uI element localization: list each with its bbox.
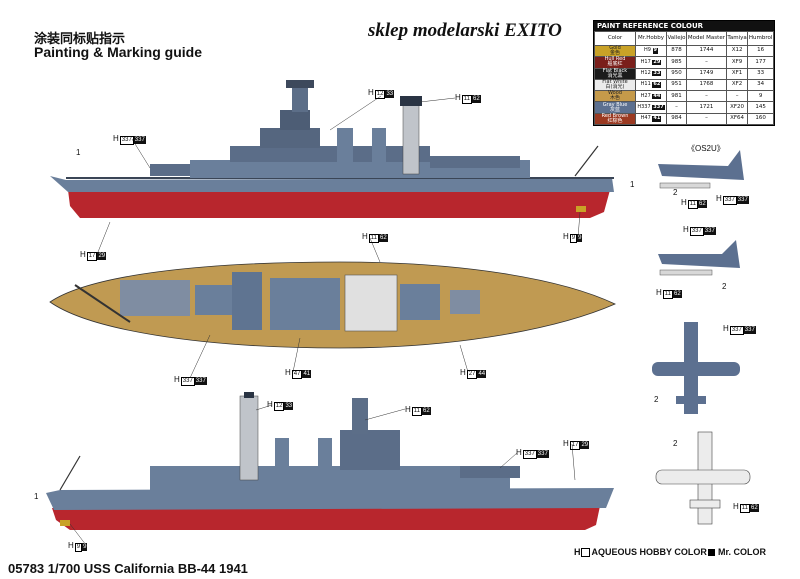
color-name-cn: 红棕色 <box>607 117 623 124</box>
color-name: Wood <box>608 90 622 97</box>
color-name: Gray Blue <box>602 101 628 108</box>
aircraft-bottom-white <box>655 431 751 525</box>
mrhobby-code: H337 337 <box>635 101 667 114</box>
color-name: Flat White <box>602 79 628 86</box>
ref-1-b: 1 <box>630 180 635 189</box>
color-name-cn: 白(消光) <box>605 84 625 91</box>
col-mrhobby: Mr.Hobby <box>635 31 667 46</box>
paint-code: 950 <box>666 67 687 80</box>
color-name: Hull Red <box>604 56 626 63</box>
title-english: Painting & Marking guide <box>34 44 203 60</box>
side-view-bottom <box>46 392 614 530</box>
title-chinese: 涂装同标贴指示 <box>34 32 126 47</box>
ref-1-a: 1 <box>76 148 81 157</box>
ref-2-a: 2 <box>673 188 678 197</box>
hull-gray-bottom <box>46 488 614 510</box>
paint-code: XF2 <box>725 78 749 92</box>
legend-mr-color: Mr. COLOR <box>708 547 766 557</box>
ref-1-c: 1 <box>34 492 39 501</box>
mrhobby-code: H9 9 <box>635 44 667 58</box>
top-view-deck <box>49 261 616 349</box>
mrhobby-code: H47 41 <box>635 112 667 126</box>
color-name: Red Brown <box>601 112 629 119</box>
paint-code: XF64 <box>725 112 749 126</box>
paint-reference-table: PAINT REFERENCE COLOUR Color Mr.Hobby Va… <box>593 20 775 127</box>
col-humbrol: Humbrol <box>747 31 774 46</box>
ref-2-d: 2 <box>673 439 678 448</box>
color-name-cn: 消光黑 <box>607 72 623 79</box>
hull-red-top <box>68 190 610 218</box>
ref-2-c: 2 <box>654 395 659 404</box>
paint-code: – <box>685 112 727 126</box>
paint-code: XF20 <box>725 101 749 114</box>
side-view-top <box>50 80 614 218</box>
shop-watermark: sklep modelarski EXITO <box>368 20 562 41</box>
color-name: Gold <box>609 45 621 52</box>
aircraft-top-colored <box>652 322 740 414</box>
ref-2-b: 2 <box>722 282 727 291</box>
paint-code: 9 <box>747 90 774 103</box>
mrhobby-code: H17 29 <box>635 56 667 69</box>
model-title: 05783 1/700 USS California BB-44 1941 <box>8 561 248 576</box>
color-name-cn: 木色 <box>609 95 620 102</box>
paint-code: 878 <box>666 44 687 58</box>
col-color: Color <box>594 31 636 46</box>
color-name-cn: 金色 <box>609 50 620 57</box>
paint-code: 984 <box>666 112 687 126</box>
paint-code: 160 <box>747 112 774 126</box>
hull-gray-top <box>50 176 614 192</box>
os2u-label: 《OS2U》 <box>687 144 725 153</box>
aircraft-side-1 <box>658 150 744 189</box>
col-vallejo: Vallejo <box>666 31 687 46</box>
paint-table-title: PAINT REFERENCE COLOUR <box>594 21 774 31</box>
hull-red-bottom <box>52 506 600 530</box>
color-name: Flat Black <box>602 67 628 74</box>
paint-code: 951 <box>666 78 687 92</box>
aircraft-side-2 <box>658 240 740 276</box>
color-name-cn: 灰蓝 <box>609 106 620 113</box>
color-name-cn: 船底红 <box>607 61 623 68</box>
